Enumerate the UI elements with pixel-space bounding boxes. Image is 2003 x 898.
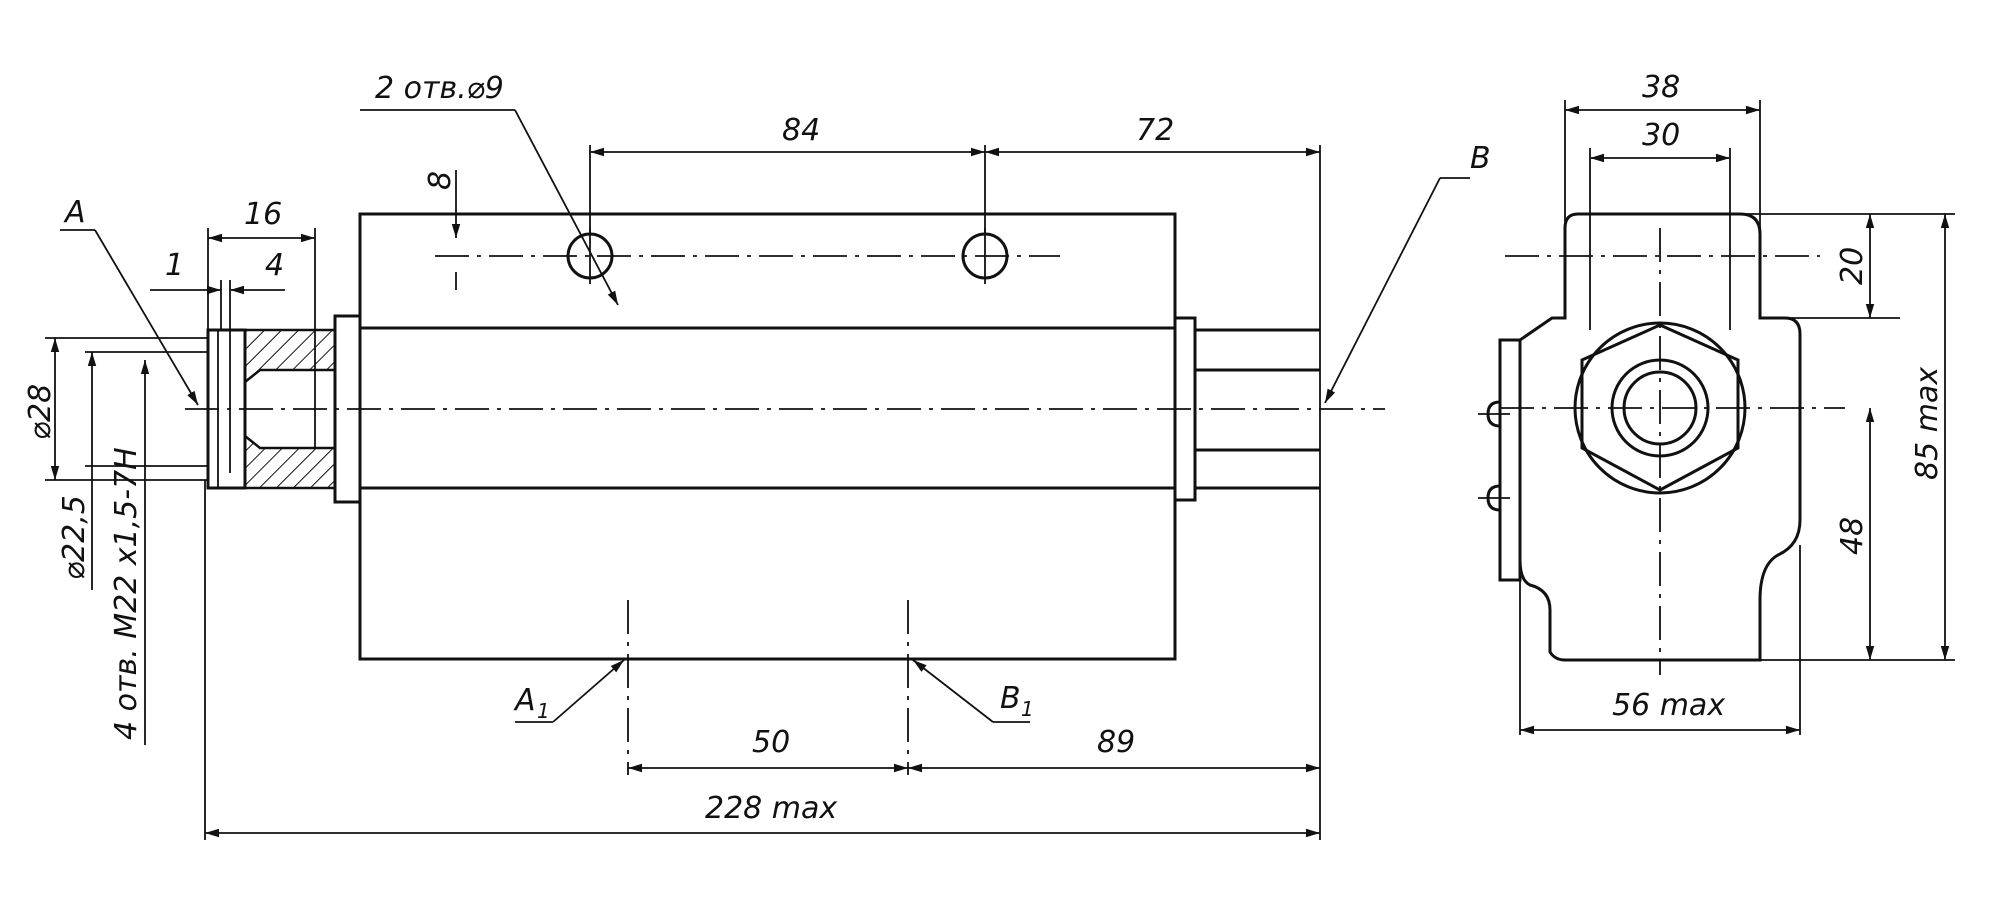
dim-56: 56 max	[1612, 688, 1725, 723]
port-b1-subscript: 1	[1021, 697, 1034, 721]
dim-dia28: ⌀28	[23, 384, 58, 440]
dim-38: 38	[1642, 70, 1680, 105]
main-body	[358, 212, 1177, 661]
dim-30: 30	[1642, 118, 1680, 153]
side-plate	[1498, 338, 1522, 582]
dim-84: 84	[782, 113, 820, 148]
port-a1-subscript: 1	[537, 699, 550, 723]
dim-4: 4	[265, 248, 284, 283]
dim-72: 72	[1136, 113, 1174, 148]
side-body-outline	[1518, 212, 1802, 662]
port-a1-label: A	[513, 683, 536, 718]
dim-dia22-5: ⌀22,5	[57, 495, 92, 580]
dim-8: 8	[423, 171, 458, 190]
dim-48: 48	[1835, 517, 1870, 555]
side-view: 38 30 20 85 max 48 56 max	[1478, 70, 1955, 735]
dim-16: 16	[244, 197, 282, 232]
dim-85: 85 max	[1910, 367, 1945, 480]
section-a-label: A	[63, 195, 86, 230]
dim-1: 1	[165, 248, 184, 283]
section-b-label: B	[1470, 141, 1491, 176]
dim-228: 228 max	[705, 791, 837, 826]
holes-callout: 2 отв.⌀9	[375, 71, 504, 106]
dim-20: 20	[1835, 247, 1870, 285]
front-view: 84 72 8 2 отв.⌀9 16 1 4 A ⌀28 ⌀22,5 4 от…	[23, 71, 1491, 840]
dim-50: 50	[752, 725, 790, 760]
thread-note: 4 отв. M22 x1,5-7H	[109, 447, 144, 740]
dim-89: 89	[1097, 725, 1135, 760]
port-b1-label: B	[1000, 681, 1021, 716]
